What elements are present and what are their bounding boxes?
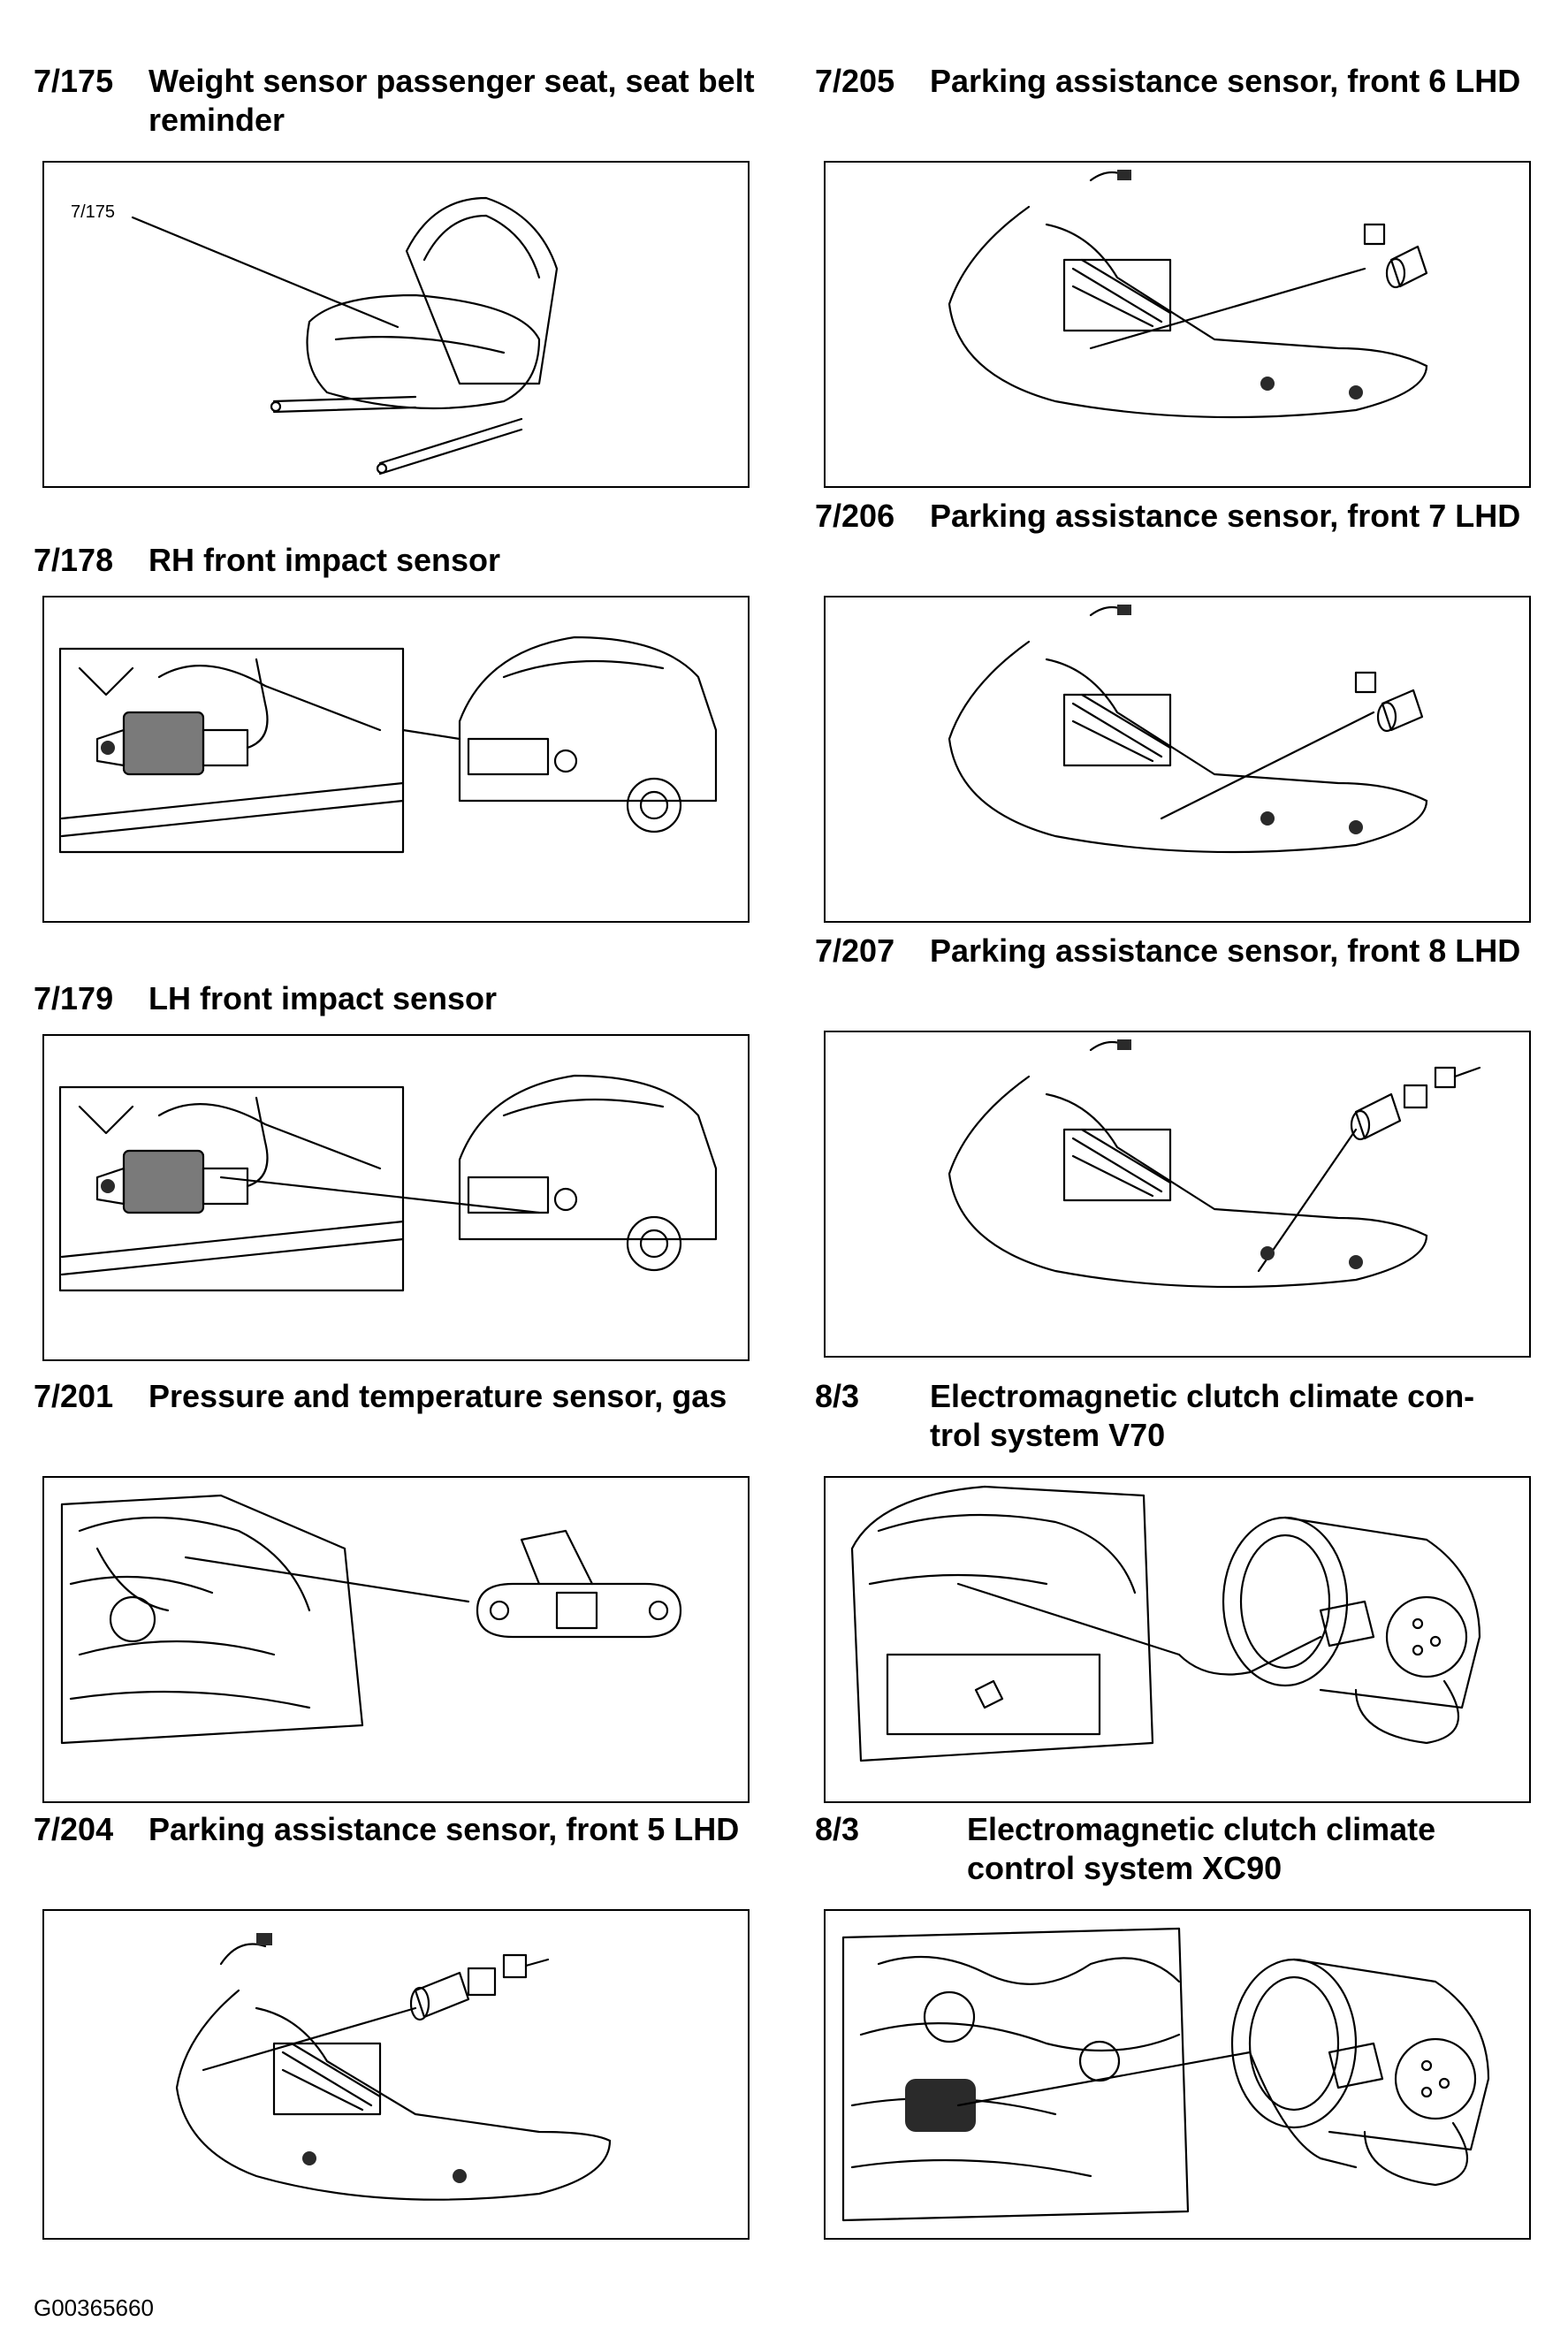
callout-label: 7/175 <box>71 202 115 222</box>
component-entry-7-205: 7/205 Parking assistance sensor, front 6… <box>815 62 1540 495</box>
component-title: LH front impact sensor <box>148 980 498 1016</box>
component-entry-7-207: 7/207 Parking assistance sensor, front 8… <box>815 932 1540 1365</box>
component-title: Parking assistance sensor, front 7 LHD <box>930 498 1521 534</box>
component-title: Parking assistance sensor, front 6 LHD <box>930 63 1521 99</box>
component-entry-7-178: 7/178 RH front impact sensor <box>34 541 758 930</box>
component-title: RH front impact sensor <box>148 542 501 578</box>
component-title: Electromagnetic clutch climate control s… <box>967 1811 1436 1886</box>
illustration-pressure-temperature-sensor <box>42 1476 750 1803</box>
component-entry-7-206: 7/206 Parking assistance sensor, front 7… <box>815 497 1540 930</box>
component-entry-7-179: 7/179 LH front impact sensor <box>34 979 758 1368</box>
component-number: 7/207 <box>815 932 895 969</box>
component-entry-7-175: 7/175 Weight sensor passenger seat, seat… <box>34 62 758 495</box>
component-number: 7/205 <box>815 63 895 99</box>
component-number: 7/204 <box>34 1811 114 1847</box>
illustration-parking-sensor-front-6 <box>824 161 1531 488</box>
component-title: Weight sensor passenger seat, seat belt … <box>148 63 755 138</box>
component-number: 7/206 <box>815 498 895 534</box>
component-title: Electromagnetic clutch climate con- trol… <box>930 1378 1475 1453</box>
component-number: 8/3 <box>815 1811 860 1847</box>
component-number: 7/201 <box>34 1378 114 1414</box>
illustration-seat-weight-sensor: 7/175 <box>42 161 750 488</box>
illustration-lh-front-impact-sensor <box>42 1034 750 1361</box>
illustration-parking-sensor-front-8 <box>824 1031 1531 1358</box>
component-title: Pressure and temperature sensor, gas <box>148 1378 727 1414</box>
document-id: G00365660 <box>34 2295 154 2321</box>
illustration-clutch-climate-v70 <box>824 1476 1531 1803</box>
illustration-parking-sensor-front-7 <box>824 596 1531 923</box>
illustration-rh-front-impact-sensor <box>42 596 750 923</box>
illustration-clutch-climate-xc90 <box>824 1909 1531 2240</box>
component-title: Parking assistance sensor, front 5 LHD <box>148 1811 740 1847</box>
component-entry-7-204: 7/204 Parking assistance sensor, front 5… <box>34 1810 758 2252</box>
illustration-parking-sensor-front-5 <box>42 1909 750 2240</box>
component-entry-8-3-xc90: 8/3 Electromagnetic clutch climate contr… <box>815 1810 1540 2252</box>
component-number: 7/178 <box>34 542 114 578</box>
component-number: 8/3 <box>815 1378 860 1414</box>
component-title: Parking assistance sensor, front 8 LHD <box>930 932 1521 969</box>
component-number: 7/179 <box>34 980 114 1016</box>
component-entry-7-201: 7/201 Pressure and temperature sensor, g… <box>34 1377 758 1810</box>
component-number: 7/175 <box>34 63 114 99</box>
component-entry-8-3-v70: 8/3 Electromagnetic clutch climate con- … <box>815 1377 1540 1810</box>
